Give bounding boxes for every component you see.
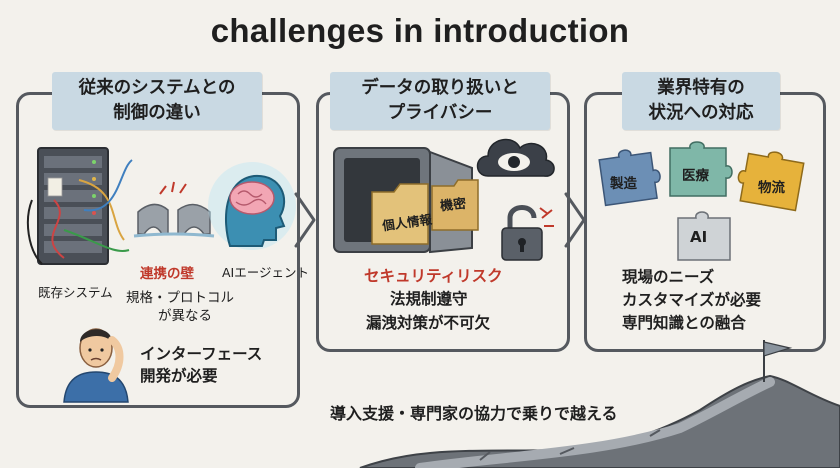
label-onsite-needs: 現場のニーズ [622, 268, 715, 286]
label-expertise-fusion: 専門知識との融合 [622, 314, 746, 332]
puzzle-piece-icon [598, 149, 661, 207]
label-legacy-system: 既存システム [38, 285, 113, 300]
footer-caption: 導入支援・専門家の協力で乗りで越える [330, 404, 618, 423]
panel-1-heading-line2: 制御の違い [113, 103, 201, 123]
panel-2-heading-line2: プライバシー [387, 103, 493, 123]
panel-3-heading-line1: 業界特有の [657, 78, 745, 98]
label-compliance: 法規制遵守 [390, 290, 468, 308]
puzzle-piece-icon [669, 141, 733, 197]
server-rack-icon [26, 147, 133, 265]
puzzle-label-ai: AI [690, 228, 708, 246]
puzzle-label-manufacturing: 製造 [610, 176, 637, 192]
label-ai-agent: AIエージェント [222, 265, 309, 280]
label-interface-line2: 開発が必要 [140, 367, 218, 385]
panel-3-heading: 業界特有の 状況への対応 [622, 72, 780, 130]
label-spec-line1: 規格・プロトコル [126, 290, 234, 306]
flag-icon [763, 340, 793, 382]
panel-1-heading: 従来のシステムとの 制御の違い [52, 72, 262, 130]
label-interface-line1: インターフェース [140, 345, 263, 363]
puzzle-label-logistics: 物流 [758, 180, 785, 196]
mountain-path-illustration [359, 374, 840, 468]
panel-3-heading-line2: 状況への対応 [648, 103, 754, 123]
label-confidential: 機密 [439, 196, 467, 215]
puzzle-piece-icon [737, 151, 805, 212]
chevron-right-icon [294, 192, 316, 248]
padlock-icon [501, 205, 554, 261]
ai-brain-icon [208, 162, 296, 250]
label-leak-prevention: 漏洩対策が不可欠 [366, 314, 491, 332]
label-spec-line2: が異なる [158, 308, 212, 324]
puzzle-piece-icon [677, 211, 731, 261]
label-security-risk: セキュリティリスク [364, 267, 503, 285]
folder-icon [371, 179, 479, 245]
label-customization: カスタマイズが必要 [622, 291, 762, 309]
label-integration-wall: 連携の壁 [140, 266, 194, 282]
panel-1-heading-line1: 従来のシステムとの [78, 78, 236, 98]
puzzle-label-medical: 医療 [682, 168, 709, 184]
eye-cloud-icon [476, 138, 555, 177]
confused-person-icon [63, 328, 129, 403]
diagram-title: challenges in introduction [210, 12, 630, 49]
panel-2-heading-line1: データの取り扱いと [361, 78, 519, 98]
broken-bridge-icon [133, 181, 215, 238]
panel-2-heading: データの取り扱いと プライバシー [330, 72, 550, 130]
